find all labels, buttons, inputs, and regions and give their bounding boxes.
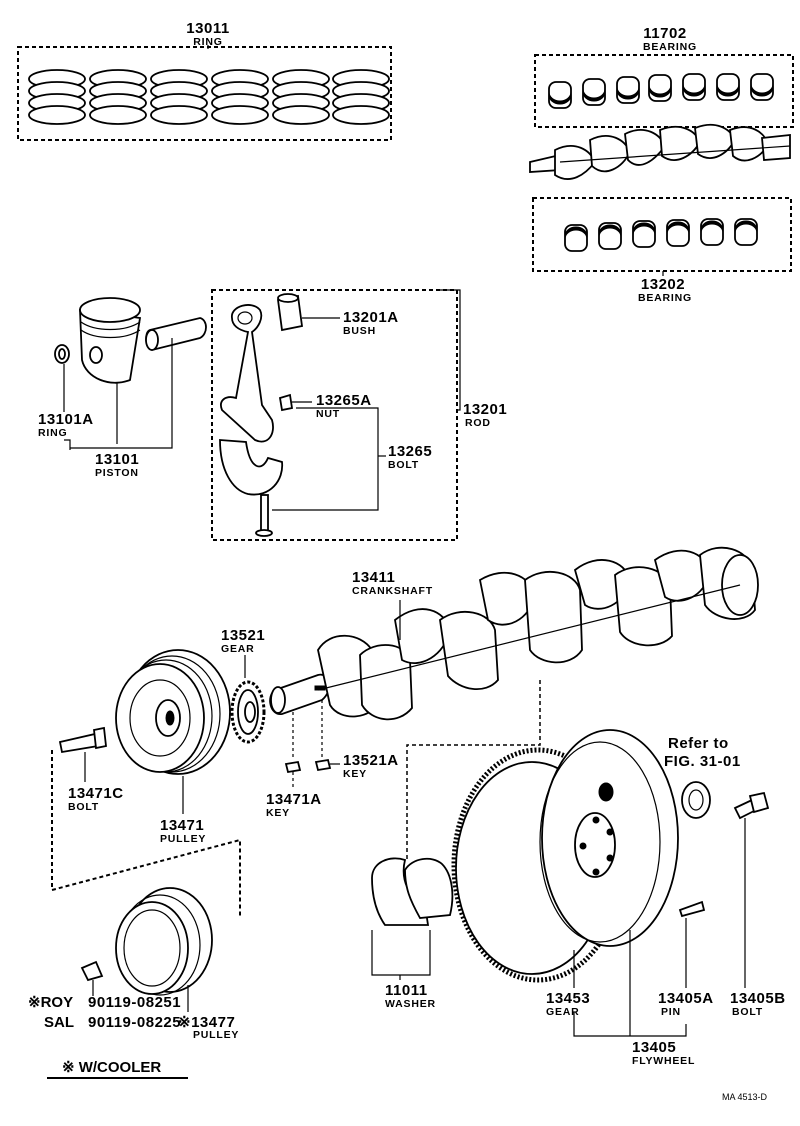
- flywheel-13405-name: FLYWHEEL: [632, 1055, 695, 1067]
- rod-cap: [219, 439, 283, 496]
- cooler-bolt-roy-prefix: ※ROY: [28, 994, 73, 1011]
- washer-11011-number: 11011: [385, 982, 428, 999]
- pulley-13471-number: 13471: [160, 817, 204, 834]
- bearing-11702-number: 11702: [643, 25, 686, 42]
- gear-13521-name: GEAR: [221, 643, 255, 655]
- piston-13101-name: PISTON: [95, 467, 139, 479]
- nut-13265A-name: NUT: [316, 408, 340, 420]
- pulley-group: 13471C BOLT 13471 PULLEY: [51, 649, 241, 918]
- bolt-13265-name: BOLT: [388, 459, 419, 471]
- flywheel-13405-number: 13405: [632, 1039, 676, 1056]
- bolt-13471C-number: 13471C: [68, 785, 124, 802]
- bearing-lower-shells: [564, 218, 758, 252]
- bearing-upper-frame: [534, 54, 794, 128]
- rod-body: [220, 304, 274, 443]
- legend-group: ※ W/COOLER MA 4513-D: [47, 1059, 768, 1102]
- flywheel-pin: [678, 900, 706, 918]
- pilot-bearing: [681, 781, 711, 819]
- crankshaft-small: [529, 123, 791, 180]
- cooler-pulley: [115, 901, 189, 995]
- crankshaft-13411-name: CRANKSHAFT: [352, 585, 433, 597]
- piston-13101-number: 13101: [95, 451, 139, 468]
- bearing-13202-name: BEARING: [638, 292, 692, 304]
- pulley-13477-number: ※13477: [178, 1014, 235, 1031]
- ring-13011-number: 13011: [186, 20, 229, 37]
- nut-13265A-number: 13265A: [316, 392, 372, 409]
- bolt-13471C-name: BOLT: [68, 801, 99, 813]
- refer-link[interactable]: FIG. 31-01: [664, 753, 741, 770]
- key-13521A-name: KEY: [343, 768, 367, 780]
- cooler-pulley-bolt: [80, 960, 104, 982]
- key-13471A-number: 13471A: [266, 791, 322, 808]
- bush-13201A-number: 13201A: [343, 309, 399, 326]
- refer-line1: Refer to: [668, 735, 729, 752]
- bearing-lower-frame: [532, 197, 792, 272]
- cooler-bolt-sal-prefix: SAL: [44, 1014, 74, 1031]
- pin-13405A-number: 13405A: [658, 990, 714, 1007]
- gear-13453-number: 13453: [546, 990, 590, 1007]
- thrust-washer-2: [404, 857, 454, 919]
- ring-set-frame: [17, 46, 392, 141]
- gear-13453-name: GEAR: [546, 1006, 580, 1018]
- cooler-bolt-roy-number: 90119-08251: [88, 994, 181, 1011]
- cooler-pulley-group: ※ROY 90119-08251 SAL 90119-08225 ※13477 …: [28, 887, 239, 1041]
- bearing-upper-shells: [548, 73, 774, 109]
- flywheel-group: Refer to FIG. 31-01 13453 GEAR 13405A PI…: [451, 729, 786, 1067]
- bolt-13265-number: 13265: [388, 443, 432, 460]
- piston-rings: [28, 69, 390, 125]
- rod-13201-number: 13201: [463, 401, 507, 418]
- key-13521A-number: 13521A: [343, 752, 399, 769]
- crankshaft-main: 13411 CRANKSHAFT: [269, 546, 759, 721]
- bush-13201A-name: BUSH: [343, 325, 376, 337]
- bearing-upper-group: 11702 BEARING: [534, 25, 794, 128]
- timing-gear-group: 13521 GEAR: [221, 627, 266, 744]
- gear-13521-number: 13521: [221, 627, 265, 644]
- key-13521A: [314, 758, 332, 772]
- rod-nut: [278, 393, 294, 412]
- pulley-13471-name: PULLEY: [160, 833, 206, 845]
- piston-group: 13101A RING 13101 PISTON: [38, 297, 207, 479]
- rod-bolt: [260, 494, 269, 534]
- crankshaft-13411-number: 13411: [352, 569, 395, 586]
- figure-code: MA 4513-D: [722, 1092, 768, 1102]
- rod-group: 13201A BUSH 13265A NUT 13265 BOLT 13201 …: [211, 289, 507, 541]
- washer-11011-name: WASHER: [385, 998, 436, 1010]
- ring-set-group: 13011 RING: [17, 20, 392, 141]
- key-13471A: [284, 760, 302, 774]
- ring-13101A-name: RING: [38, 427, 67, 439]
- key-13471A-name: KEY: [266, 807, 290, 819]
- pin-13405A-name: PIN: [661, 1006, 681, 1018]
- bearing-13202-number: 13202: [641, 276, 685, 293]
- ring-13011-name: RING: [193, 36, 222, 48]
- pulley-bolt: [58, 732, 100, 754]
- bolt-13405B-number: 13405B: [730, 990, 786, 1007]
- cooler-legend: ※ W/COOLER: [62, 1059, 161, 1076]
- rod-frame: [211, 289, 458, 541]
- washer-group: 11011 WASHER: [371, 680, 541, 1010]
- rod-13201-name: ROD: [465, 417, 491, 429]
- bolt-13405B-name: BOLT: [732, 1006, 763, 1018]
- bearing-11702-name: BEARING: [643, 41, 697, 53]
- keys-group: 13521A KEY 13471A KEY: [266, 700, 399, 819]
- bearing-lower-group: 13202 BEARING: [532, 197, 792, 304]
- pulley-13477-name: PULLEY: [193, 1029, 239, 1041]
- ring-13101A-number: 13101A: [38, 411, 94, 428]
- cooler-bolt-sal-number: 90119-08225: [88, 1014, 181, 1031]
